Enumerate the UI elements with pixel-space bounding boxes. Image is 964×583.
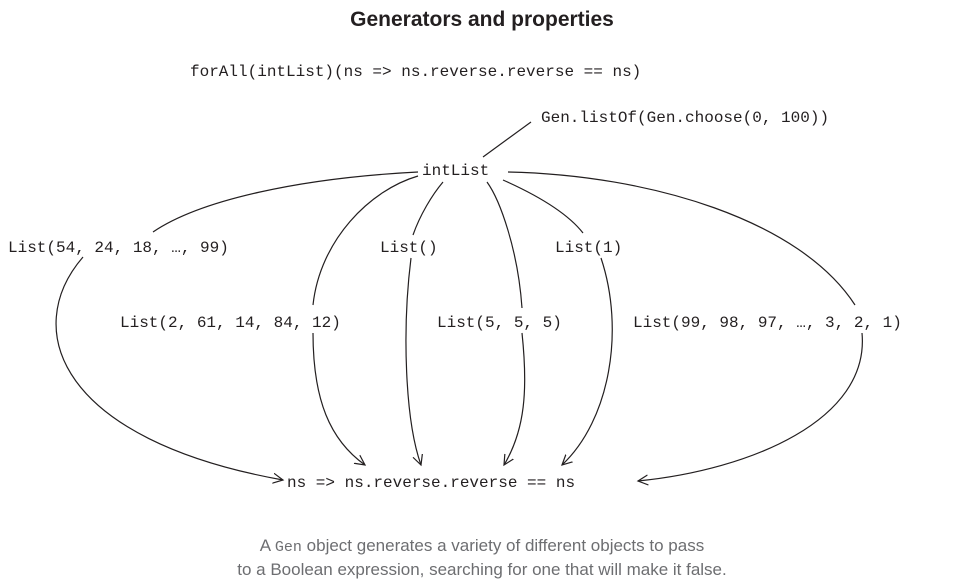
sample-node-3: List() <box>380 239 438 257</box>
arrow-sample-5-to-predicate <box>562 257 613 465</box>
arrow-sample-1-to-predicate <box>55 256 283 480</box>
diagram-title: Generators and properties <box>350 8 614 31</box>
generator-definition-label: Gen.listOf(Gen.choose(0, 100)) <box>541 109 830 127</box>
definition-connector <box>482 121 532 158</box>
edge-gen-to-sample-2 <box>312 175 419 306</box>
edge-gen-to-sample-5 <box>502 179 584 234</box>
arrow-sample-2-to-predicate <box>312 332 365 465</box>
arrow-sample-3-to-predicate <box>405 257 421 465</box>
sample-node-4: List(5, 5, 5) <box>437 314 562 332</box>
generator-node: intList <box>422 162 490 180</box>
predicate-node: ns => ns.reverse.reverse == ns <box>287 474 576 492</box>
sample-node-6: List(99, 98, 97, …, 3, 2, 1) <box>633 314 902 332</box>
edge-gen-to-sample-6 <box>507 171 856 306</box>
edge-gen-to-sample-3 <box>412 181 444 236</box>
caption-line-1-rest: object generates a variety of different … <box>301 536 705 555</box>
edge-gen-to-sample-1 <box>152 171 419 233</box>
arrow-sample-6-to-predicate <box>638 332 863 481</box>
edge-gen-to-sample-4 <box>486 181 523 309</box>
figure-caption: A Gen object generates a variety of diff… <box>0 535 964 581</box>
sample-node-1: List(54, 24, 18, …, 99) <box>8 239 229 257</box>
property-expression: forAll(intList)(ns => ns.reverse.reverse… <box>190 63 642 81</box>
caption-line-1: A Gen object generates a variety of diff… <box>0 535 964 559</box>
arrow-sample-4-to-predicate <box>504 332 526 465</box>
caption-line-2: to a Boolean expression, searching for o… <box>237 560 727 579</box>
caption-code: Gen <box>274 539 302 556</box>
sample-node-2: List(2, 61, 14, 84, 12) <box>120 314 341 332</box>
caption-prefix: A <box>259 536 275 555</box>
sample-node-5: List(1) <box>555 239 623 257</box>
